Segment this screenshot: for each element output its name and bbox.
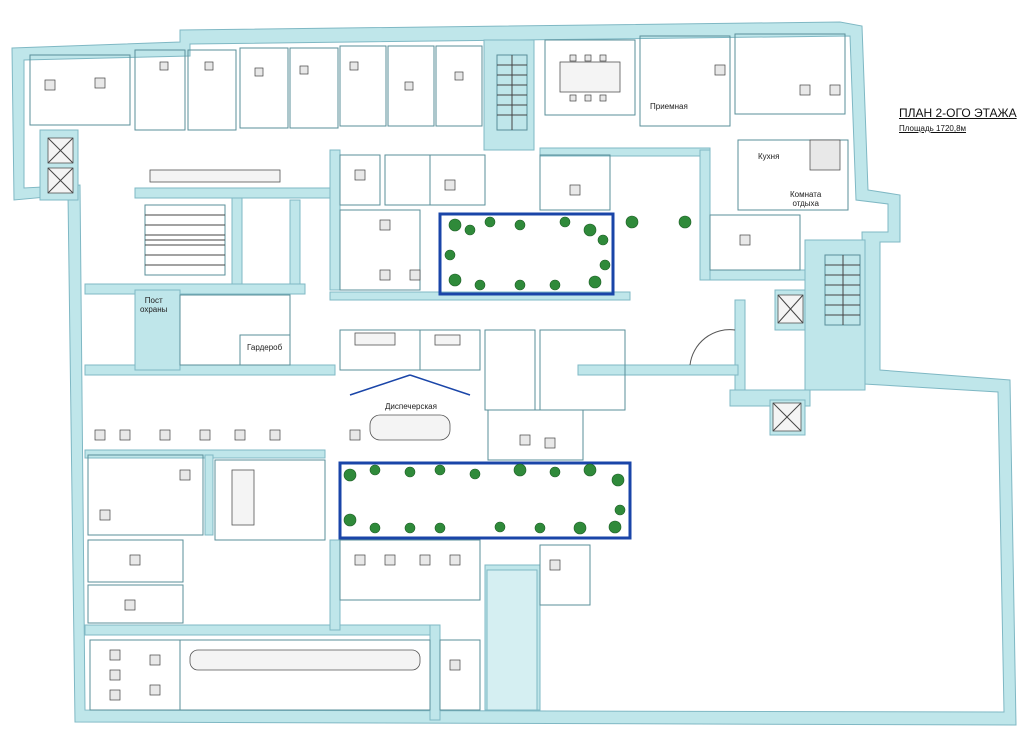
wardrobe-label: Гардероб xyxy=(247,343,283,352)
dispatch-label: Диспечерская xyxy=(385,402,437,411)
staircase-left xyxy=(144,204,226,276)
plan-title: ПЛАН 2-ОГО ЭТАЖА xyxy=(899,106,1017,120)
office-chairs xyxy=(44,54,841,701)
room-outlines xyxy=(29,33,849,711)
planter-bottom xyxy=(338,461,632,540)
entrance-door-arc xyxy=(689,329,736,366)
reception-label: Приемная xyxy=(650,102,688,111)
light-well xyxy=(486,569,538,711)
security-post-label: Пост охраны xyxy=(140,296,168,314)
internal-walls xyxy=(39,39,866,721)
elevator-shafts xyxy=(47,137,804,432)
staircase-right xyxy=(824,254,861,326)
meeting-tables xyxy=(149,61,621,671)
outer-walls xyxy=(11,21,1017,726)
plants xyxy=(343,215,692,535)
rest-room-label: Комната отдыха xyxy=(790,190,822,208)
dispatch-sightlines xyxy=(349,374,471,396)
staircase-top xyxy=(496,54,528,131)
kitchen-label: Кухня xyxy=(758,152,780,161)
plan-area: Площадь 1720,8м xyxy=(899,124,967,133)
planter-top xyxy=(438,212,615,296)
